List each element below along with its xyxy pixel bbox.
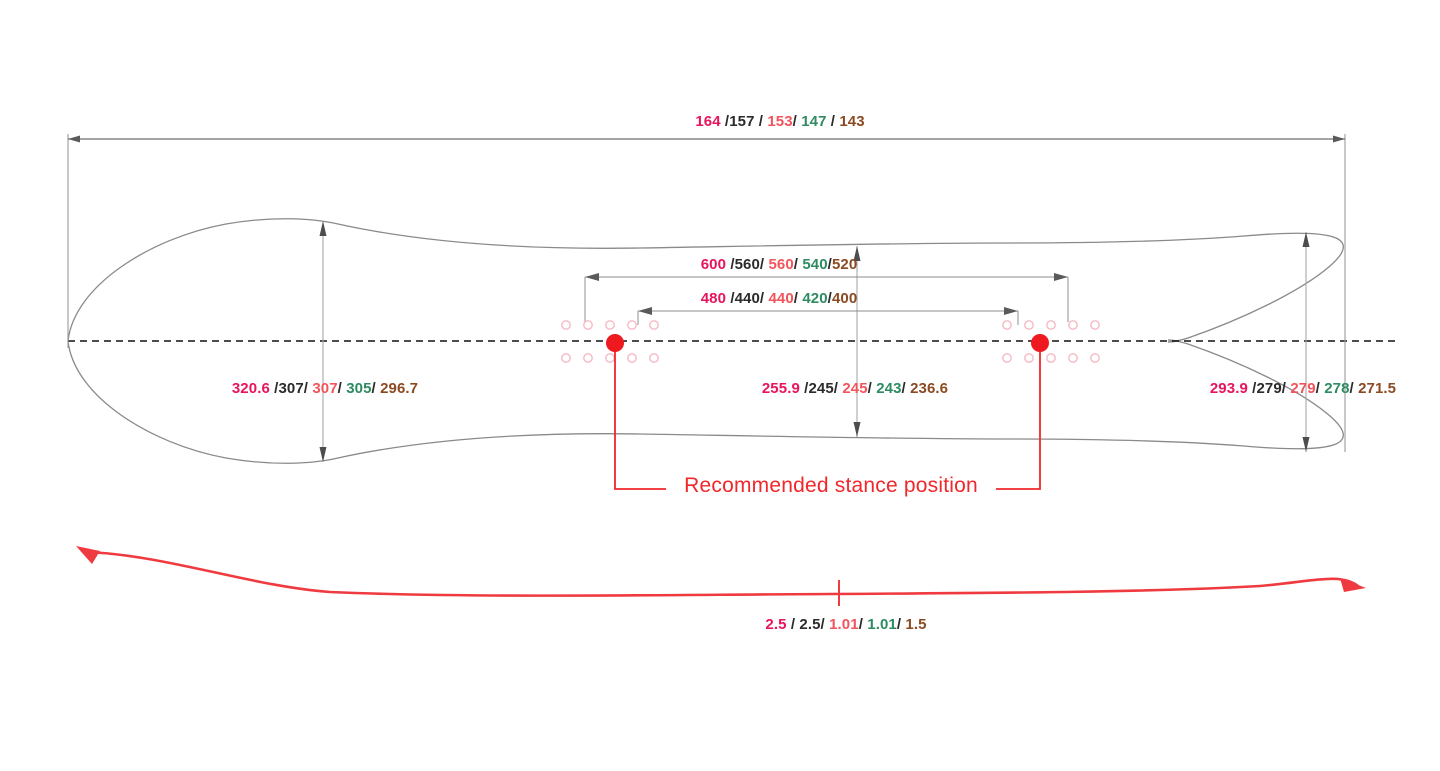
camber-profile — [76, 546, 1366, 606]
camber-left-arrowhead — [76, 546, 100, 564]
right-stance-dot — [1031, 334, 1049, 352]
left-stance-dot — [606, 334, 624, 352]
camber-height-label: 2.5 / 2.5/ 1.01/ 1.01/ 1.5 — [765, 616, 927, 633]
right-insert-pack — [1002, 320, 1100, 363]
max-stance-width-label: 600 /560/ 560/ 540/520 — [700, 256, 858, 273]
min-stance-width-label: 480 /440/ 440/ 420/400 — [700, 290, 858, 307]
waist-width-label: 255.9 /245/ 245/ 243/ 236.6 — [761, 380, 949, 397]
recommended-stance-caption: Recommended stance position — [684, 474, 978, 497]
overall-length-label: 164 /157 / 153/ 147 / 143 — [695, 113, 865, 130]
min-stance-dimension — [637, 307, 1019, 325]
length-extension-lines — [67, 134, 1346, 452]
overall-length-dimension — [68, 135, 1345, 143]
nose-width-dimension — [319, 221, 327, 462]
waist-width-dimension — [853, 246, 861, 437]
tail-width-label: 293.9 /279/ 279/ 278/ 271.5 — [1209, 380, 1397, 397]
max-stance-dimension — [584, 273, 1069, 322]
board-outline — [67, 218, 1344, 464]
camber-right-arrowhead — [1340, 578, 1366, 592]
nose-width-label: 320.6 /307/ 307/ 305/ 296.7 — [231, 380, 419, 397]
stance-leader-lines — [614, 343, 1041, 490]
tail-width-dimension — [1302, 232, 1310, 452]
